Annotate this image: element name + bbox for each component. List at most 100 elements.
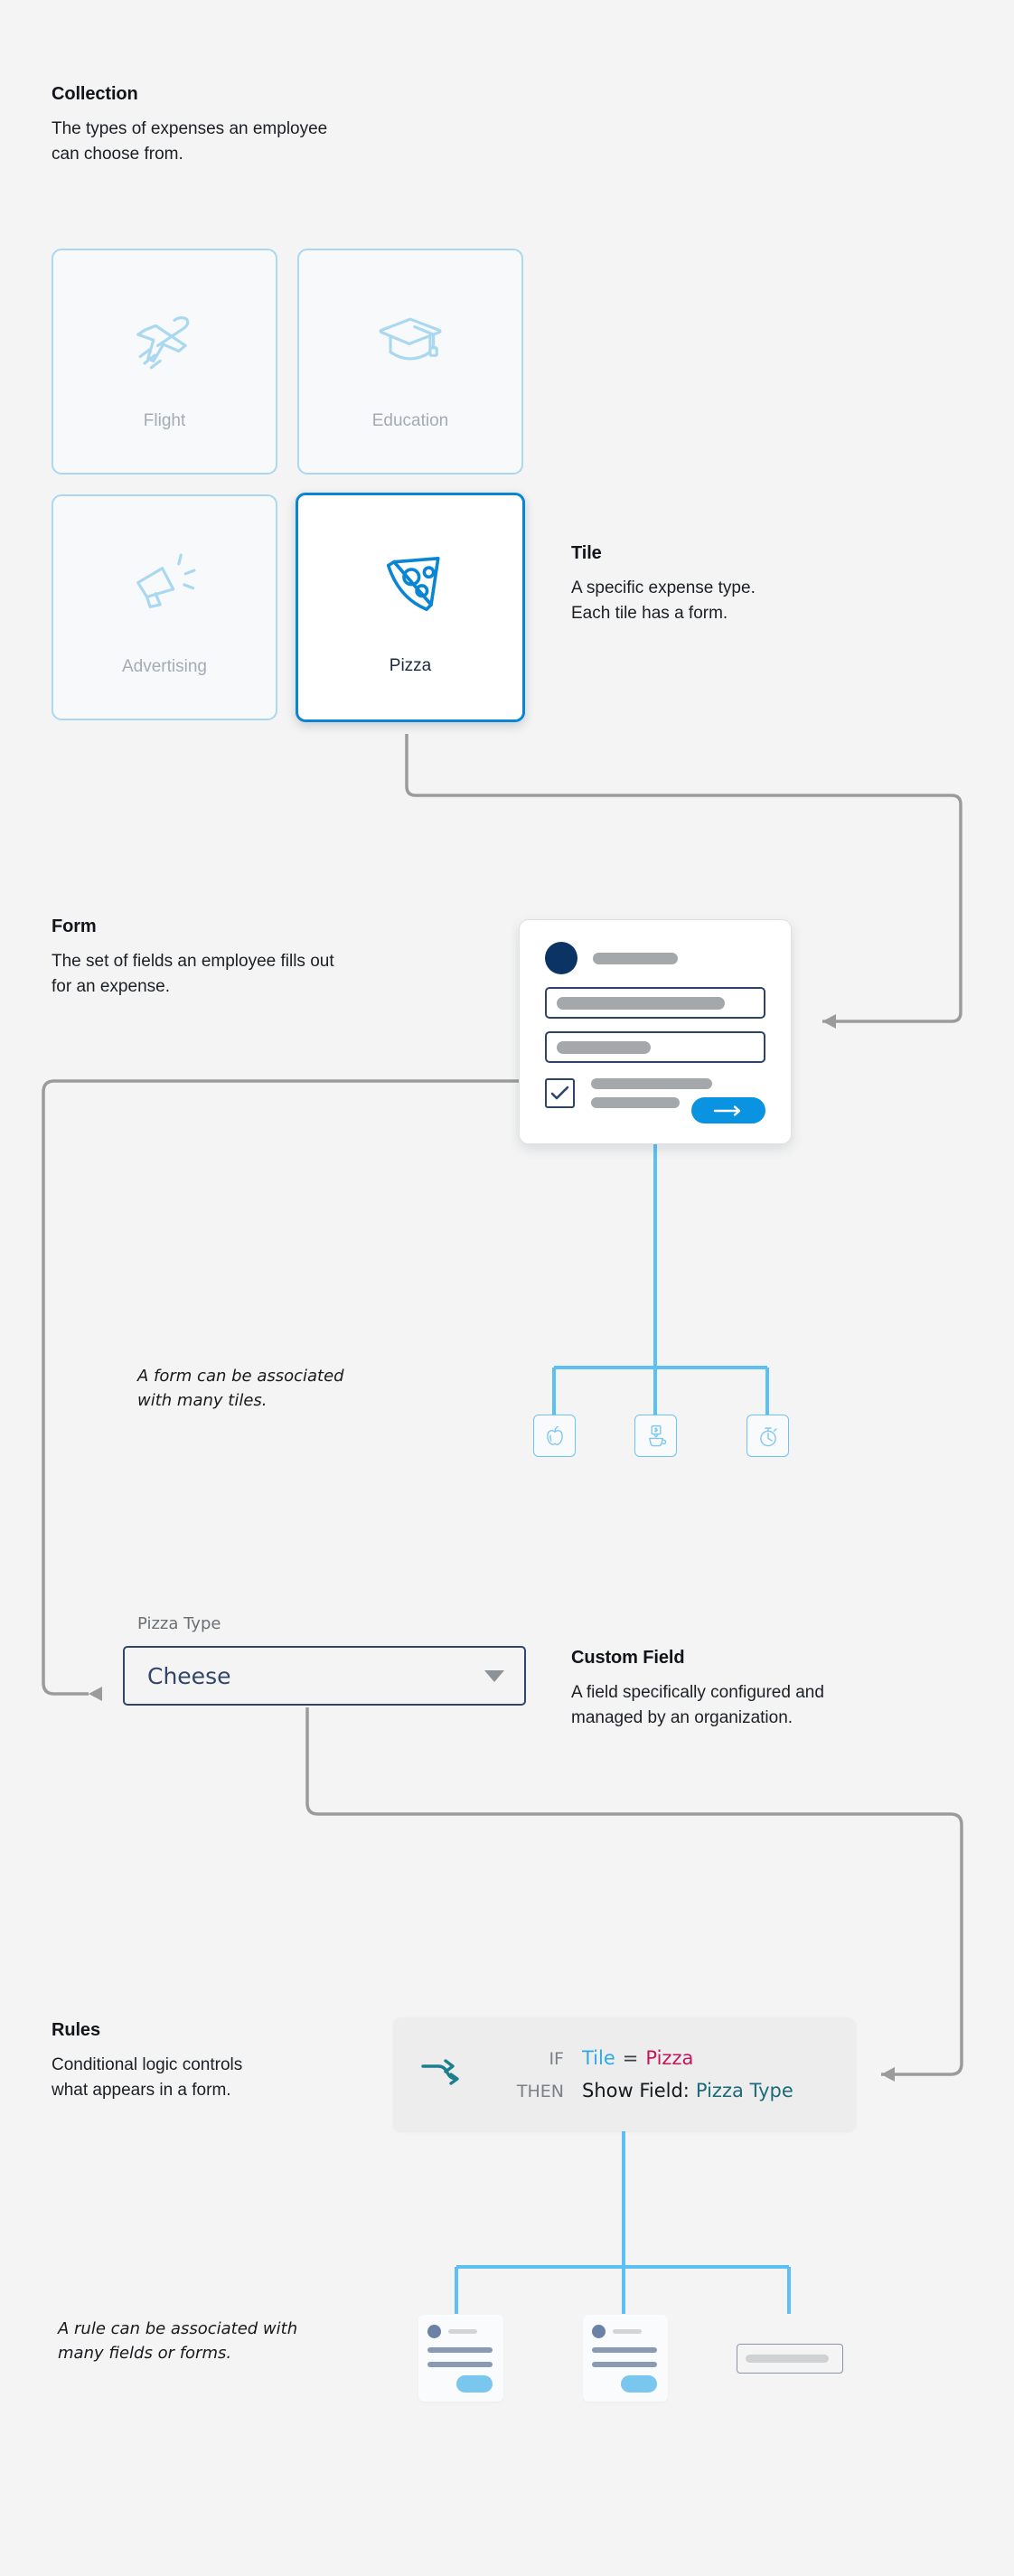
- connector-tile-to-form: [405, 734, 962, 1023]
- mini-card-header-1: [427, 2325, 494, 2338]
- rule-card: IF Tile = Pizza THEN Show Field: Pizza T…: [393, 2017, 856, 2131]
- rule-statement: IF Tile = Pizza THEN Show Field: Pizza T…: [488, 2047, 793, 2101]
- form-field-1-value-bar: [557, 996, 725, 1010]
- pizza-type-select[interactable]: Cheese: [123, 1646, 526, 1706]
- form-caption-line-1: A form can be associated: [137, 1367, 344, 1386]
- tile-advertising[interactable]: Advertising: [52, 494, 277, 720]
- tile-education[interactable]: Education: [297, 249, 523, 475]
- mini-card-line-2b: [592, 2362, 657, 2367]
- rules-title: Rules: [52, 2020, 100, 2040]
- rules-text-block: Rules Conditional logic controls what ap…: [52, 2020, 359, 2102]
- stopwatch-icon: [759, 1426, 777, 1446]
- form-text-field-2[interactable]: [545, 1031, 765, 1063]
- form-body-line-2: for an expense.: [52, 976, 170, 996]
- rule-if-keyword: IF: [549, 2049, 564, 2069]
- rule-target-card-2[interactable]: [583, 2315, 668, 2402]
- rule-then-line: THEN Show Field: Pizza Type: [488, 2080, 793, 2101]
- form-text-field-1[interactable]: [545, 987, 765, 1019]
- connector-field-to-rule: [305, 1707, 963, 2076]
- checkbox-checked[interactable]: [545, 1078, 575, 1108]
- mini-card-avatar-2: [592, 2325, 606, 2338]
- tree-legs-rules: [455, 2267, 791, 2314]
- connector-form-to-field: [42, 1079, 519, 1696]
- form-caption: A form can be associated with many tiles…: [137, 1364, 436, 1413]
- form-field-2-value-bar: [557, 1040, 651, 1054]
- mini-card-button-1[interactable]: [456, 2375, 493, 2393]
- mini-card-line-2a: [592, 2347, 657, 2353]
- form-checkbox-label-bars: [591, 1078, 712, 1108]
- mini-card-avatar-1: [427, 2325, 441, 2338]
- tile-label-flight: Flight: [143, 411, 186, 430]
- rules-body-line-1: Conditional logic controls: [52, 2055, 243, 2074]
- form-submit-button[interactable]: [691, 1097, 765, 1123]
- arrow-right-icon: [713, 1105, 741, 1116]
- rule-then-target: Pizza Type: [695, 2080, 793, 2101]
- form-card-mock: [519, 919, 792, 1144]
- checkbox-label-bar-2: [591, 1097, 680, 1108]
- mini-card-header-2: [592, 2325, 659, 2338]
- form-body-line-1: The set of fields an employee fills out: [52, 952, 334, 971]
- tile-label-advertising: Advertising: [122, 657, 207, 676]
- rule-target-field-3[interactable]: [737, 2344, 843, 2374]
- rule-caption: A rule can be associated with many field…: [58, 2317, 365, 2365]
- tile-pizza[interactable]: Pizza: [296, 493, 525, 722]
- collection-title: Collection: [52, 84, 138, 104]
- rule-if-line: IF Tile = Pizza: [488, 2047, 793, 2069]
- collection-text-block: Collection The types of expenses an empl…: [52, 84, 440, 166]
- arrowhead-field-to-rule: [881, 2067, 895, 2082]
- form-checkbox-row: [545, 1078, 765, 1108]
- tile-text-block: Tile A specific expense type. Each tile …: [571, 543, 906, 625]
- mini-card-button-2[interactable]: [621, 2375, 657, 2393]
- custom-field-label: Pizza Type: [137, 1614, 221, 1633]
- collection-body-line-1: The types of expenses an employee: [52, 119, 328, 138]
- mini-card-line-1b: [427, 2362, 493, 2367]
- arrowhead-tile-to-form: [822, 1014, 836, 1029]
- checkbox-label-bar-1: [591, 1078, 712, 1089]
- check-icon: [550, 1086, 569, 1100]
- rule-then-action: Show Field:: [582, 2080, 690, 2101]
- form-text-block: Form The set of fields an employee fills…: [52, 917, 476, 999]
- tile-label-pizza: Pizza: [389, 656, 432, 675]
- tile-body-line-2: Each tile has a form.: [571, 603, 728, 623]
- mini-tile-stopwatch[interactable]: [746, 1415, 789, 1457]
- tile-title: Tile: [571, 543, 602, 563]
- arrowhead-form-to-field: [89, 1687, 102, 1701]
- pizza-slice-icon: [373, 542, 447, 625]
- airplane-icon: [129, 297, 200, 381]
- custom-field-body-line-1: A field specifically configured and: [571, 1683, 824, 1702]
- mini-card-title-bar-2: [613, 2329, 642, 2334]
- rule-target-card-1[interactable]: [418, 2315, 503, 2402]
- form-header-row: [545, 942, 765, 974]
- rule-then-keyword: THEN: [516, 2082, 564, 2101]
- chevron-down-icon[interactable]: [484, 1669, 504, 1682]
- custom-field-body-line-2: managed by an organization.: [571, 1707, 793, 1727]
- apple-icon: [546, 1425, 563, 1445]
- form-caption-line-2: with many tiles.: [137, 1391, 268, 1410]
- tile-label-education: Education: [371, 411, 449, 430]
- form-title-placeholder-bar: [593, 952, 678, 964]
- tile-flight[interactable]: Flight: [52, 249, 277, 475]
- collection-body-line-2: can choose from.: [52, 144, 183, 164]
- mini-tile-apple[interactable]: [533, 1415, 576, 1457]
- rule-caption-line-1: A rule can be associated with: [58, 2319, 298, 2338]
- mini-field-value-bar: [746, 2355, 829, 2363]
- megaphone-icon: [129, 543, 200, 626]
- branch-arrow-icon: [420, 2058, 465, 2091]
- avatar: [545, 942, 577, 974]
- graduation-cap-icon: [375, 297, 446, 381]
- custom-field-title: Custom Field: [571, 1648, 685, 1668]
- mini-card-title-bar-1: [448, 2329, 477, 2334]
- tile-body-line-1: A specific expense type.: [571, 578, 756, 597]
- rule-caption-line-2: many fields or forms.: [58, 2344, 232, 2363]
- form-title: Form: [52, 917, 97, 936]
- pizza-type-value: Cheese: [147, 1662, 231, 1689]
- mini-tile-coffee-dollar[interactable]: [634, 1415, 677, 1457]
- rule-if-operator: =: [622, 2047, 639, 2069]
- coffee-dollar-icon: [648, 1424, 666, 1446]
- rule-if-subject: Tile: [582, 2047, 615, 2069]
- rule-if-value: Pizza: [645, 2047, 694, 2069]
- rules-body-line-2: what appears in a form.: [52, 2080, 231, 2100]
- custom-field-text-block: Custom Field A field specifically config…: [571, 1648, 960, 1730]
